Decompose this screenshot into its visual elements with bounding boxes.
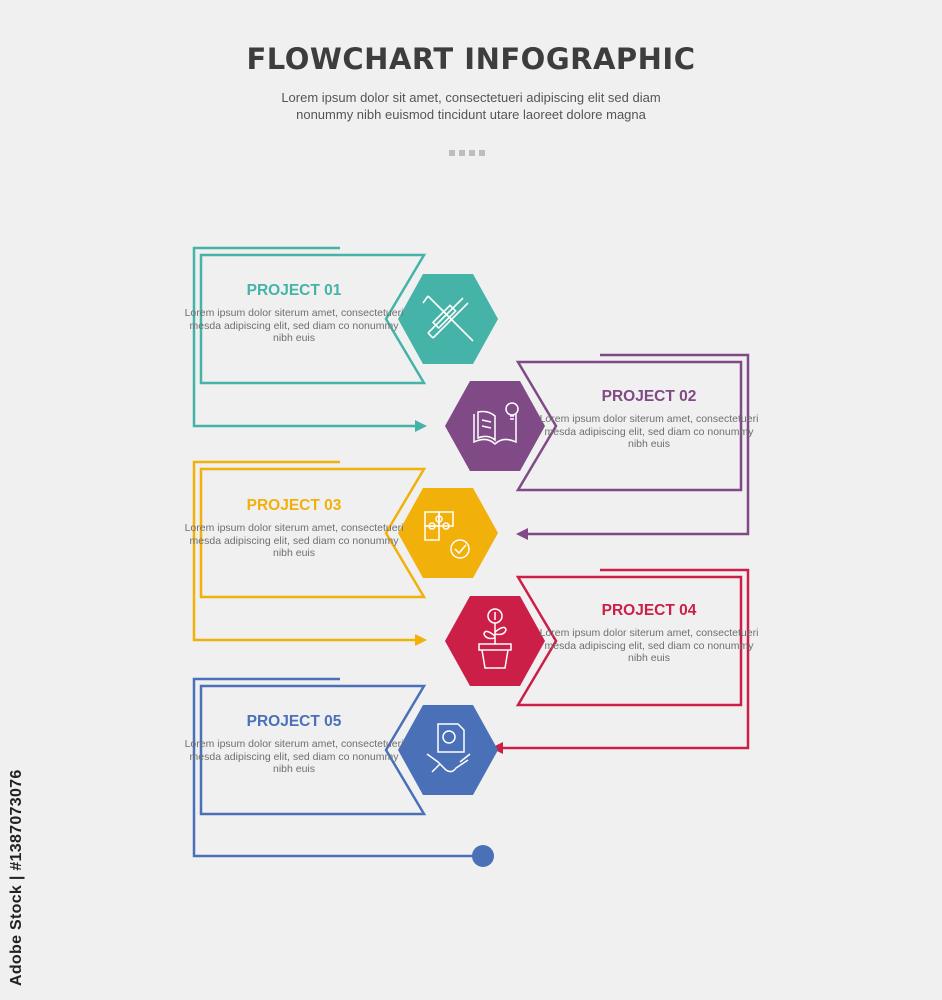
handshake-dollar-icon <box>426 723 471 773</box>
money-plant-icon <box>478 608 512 669</box>
project-03-title: PROJECT 03 <box>246 497 342 514</box>
divider-dots <box>449 150 485 156</box>
project-02-title: PROJECT 02 <box>601 388 697 405</box>
project-05-title: PROJECT 05 <box>246 713 342 730</box>
project-01-hexagon <box>398 274 498 364</box>
page-subtitle: Lorem ipsum dolor sit amet, consectetuer… <box>281 90 661 122</box>
project-04-title: PROJECT 04 <box>601 602 697 619</box>
book-lightbulb-icon <box>473 402 519 446</box>
project-03-shape <box>192 460 427 646</box>
project-01-shape <box>192 246 427 432</box>
project-04-desc: Lorem ipsum dolor siterum amet, consecte… <box>539 627 759 664</box>
project-02-hexagon <box>445 381 545 471</box>
project-01-title: PROJECT 01 <box>246 282 342 299</box>
project-05-hexagon <box>398 705 498 795</box>
project-05-shape <box>192 677 480 858</box>
puzzle-check-icon <box>424 511 470 559</box>
stock-watermark: Adobe Stock | #1387073076 <box>8 769 25 986</box>
pencil-ruler-icon <box>422 295 474 342</box>
project-01-desc: Lorem ipsum dolor siterum amet, consecte… <box>184 307 404 344</box>
page-title: FLOWCHART INFOGRAPHIC <box>246 42 696 76</box>
project-02-desc: Lorem ipsum dolor siterum amet, consecte… <box>539 413 759 450</box>
project-04-shape <box>491 568 750 754</box>
project-04-hexagon <box>445 596 545 686</box>
project-03-desc: Lorem ipsum dolor siterum amet, consecte… <box>184 522 404 559</box>
project-02-shape <box>515 353 750 540</box>
flow-end-dot <box>472 845 494 867</box>
project-03-hexagon <box>398 488 498 578</box>
project-05-desc: Lorem ipsum dolor siterum amet, consecte… <box>184 738 404 775</box>
